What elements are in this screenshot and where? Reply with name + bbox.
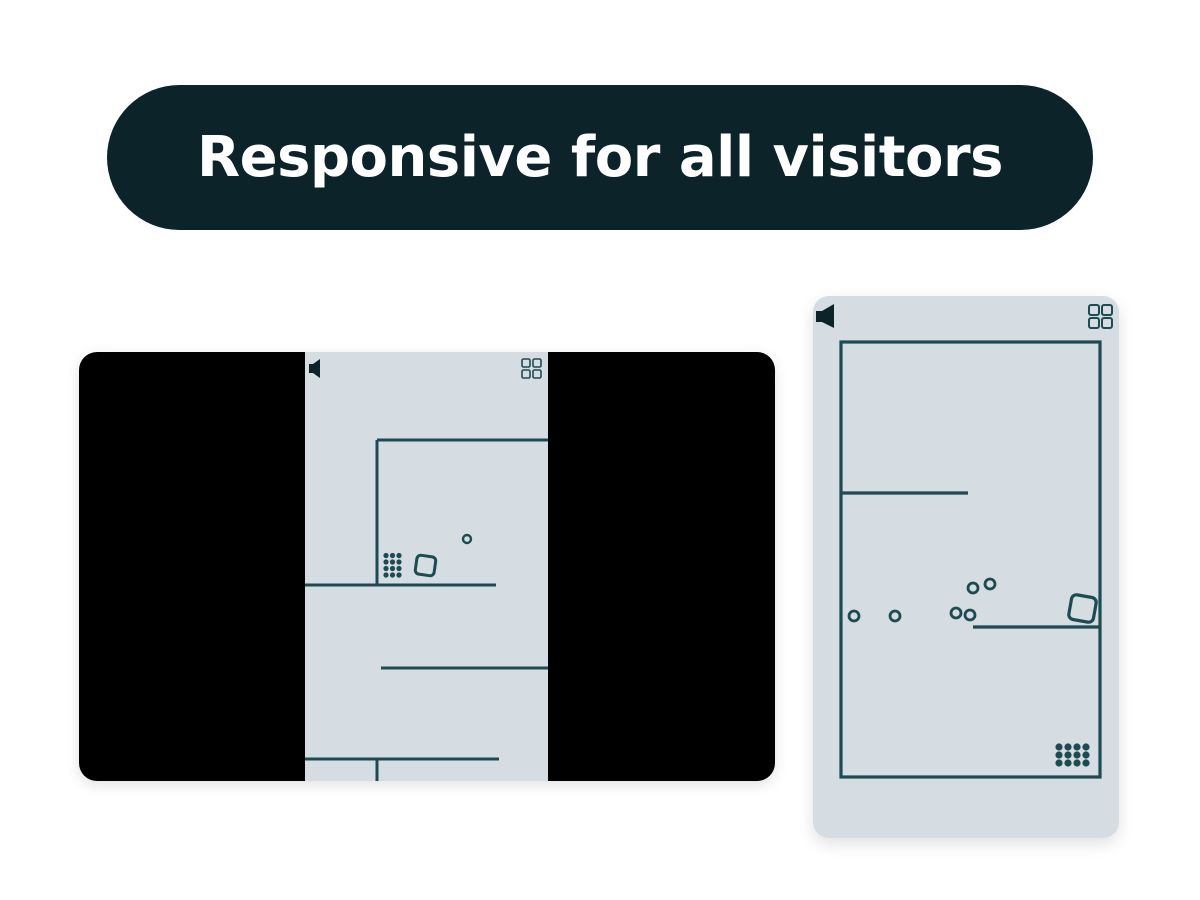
level-walls [841, 491, 1100, 629]
desktop-view [79, 352, 775, 781]
speaker-icon[interactable] [816, 304, 834, 328]
level-grid-icon[interactable] [1088, 304, 1113, 329]
level-grid-icon[interactable] [521, 358, 542, 379]
desktop-game-viewport[interactable] [305, 352, 548, 781]
level-walls [305, 438, 548, 781]
goal-dot-grid [1055, 743, 1090, 767]
mobile-view[interactable] [813, 296, 1119, 838]
goal-dot-grid [383, 552, 402, 578]
ring-coin [461, 533, 473, 545]
desktop-game-canvas [305, 358, 548, 781]
player-square [1067, 593, 1098, 624]
headline-title: Responsive for all visitors [197, 125, 1003, 190]
level-frame [839, 340, 1102, 779]
ring-coins [847, 577, 997, 623]
mobile-game-canvas [816, 304, 1113, 779]
speaker-icon[interactable] [309, 359, 320, 378]
headline-pill: Responsive for all visitors [107, 85, 1093, 230]
player-square [413, 553, 438, 578]
